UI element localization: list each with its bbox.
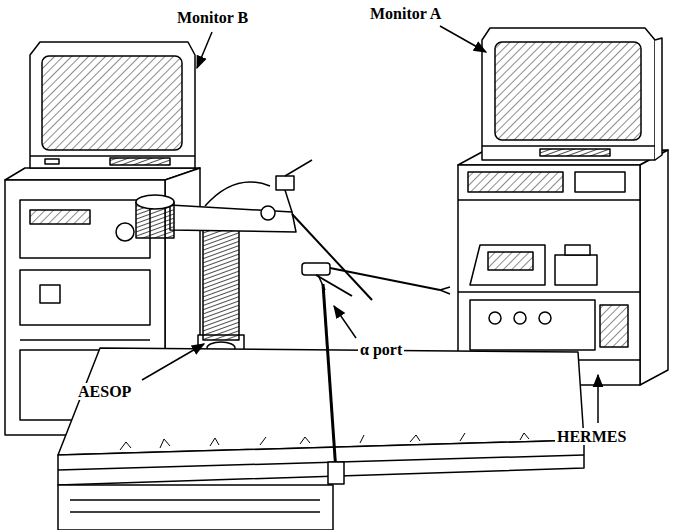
part-label: AESOP (76, 383, 133, 400)
part-label-box: α port (358, 340, 404, 359)
monitor-b (30, 42, 195, 168)
leader-arrow (197, 32, 212, 68)
part-label: HERMES (555, 428, 628, 445)
operating-table (58, 348, 584, 530)
part-label-box: Monitor A (368, 4, 443, 23)
alpha-port-arm (302, 263, 450, 484)
part-label: α port (358, 341, 404, 358)
part-label-box: AESOP (76, 382, 133, 401)
leader-arrow (142, 344, 204, 380)
part-label-box: Monitor B (175, 8, 250, 27)
leader-arrow (597, 375, 599, 423)
leader-arrow (334, 306, 356, 338)
hermes-cabinet (458, 150, 668, 385)
part-label: Monitor A (368, 5, 443, 22)
aesop-robot (136, 160, 372, 371)
part-label-box: HERMES (555, 427, 628, 446)
leader-arrows (142, 26, 598, 423)
leader-arrow (440, 26, 486, 52)
monitor-a (482, 28, 662, 160)
part-label: Monitor B (175, 9, 250, 26)
